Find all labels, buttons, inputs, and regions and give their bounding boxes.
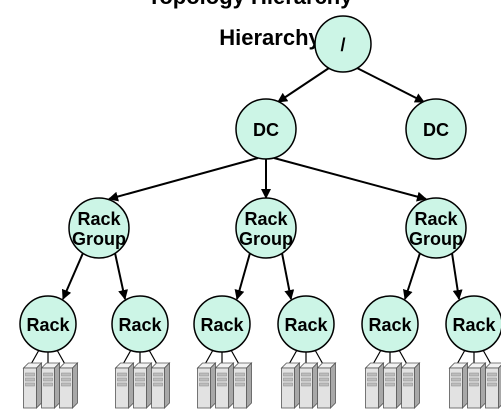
- server-icon-3-2: [214, 362, 235, 409]
- rack-node-label-4: Rack: [284, 315, 328, 335]
- server-icon-2-2: [132, 362, 153, 409]
- rack-node-label-5: Rack: [368, 315, 412, 335]
- rack-node-label-3: Rack: [200, 315, 244, 335]
- server-icon-2-3: [150, 362, 171, 409]
- edge-root-dc-2: [356, 67, 425, 103]
- edge-rackgroup-rack-3: [234, 252, 251, 300]
- server-icon-4-3: [316, 362, 337, 409]
- dc-node-1: [235, 98, 297, 160]
- server-icon-1-3: [58, 362, 79, 409]
- rack-node-3: [193, 295, 251, 353]
- dc-node-2: [405, 98, 467, 160]
- rack-node-2: [111, 295, 169, 353]
- rack-node-6: [445, 295, 501, 353]
- server-icon-1-2: [40, 362, 61, 409]
- edge-rackgroup-rack-6: [451, 252, 463, 300]
- rack-node-4: [277, 295, 335, 353]
- rack-node-label-1: Rack: [26, 315, 70, 335]
- rack-group-node-3: [405, 197, 467, 259]
- rack-group-label-line1-2: Rack: [244, 209, 288, 229]
- rack-node-1: [19, 295, 77, 353]
- edge-rackgroup-rack-4: [281, 252, 295, 300]
- rack-group-node-2: [235, 197, 297, 259]
- server-icon-1-1: [22, 362, 43, 409]
- edge-root-dc-1: [277, 67, 330, 103]
- server-icon-5-1: [364, 362, 385, 409]
- server-icon-5-3: [400, 362, 421, 409]
- server-icon-3-1: [196, 362, 217, 409]
- rack-node-label-6: Rack: [452, 315, 496, 335]
- rack-group-node-1: [68, 197, 130, 259]
- server-icon-6-1: [448, 362, 469, 409]
- edge-rackgroup-rack-2: [114, 252, 128, 300]
- edges-layer: [62, 67, 463, 300]
- dc-node-label-1: DC: [253, 120, 279, 140]
- server-icon-5-2: [382, 362, 403, 409]
- rack-group-label-line1-1: Rack: [77, 209, 121, 229]
- rack-node-5: [361, 295, 419, 353]
- rack-group-label-line2-2: Group: [239, 229, 293, 249]
- server-icon-2-1: [114, 362, 135, 409]
- server-icon-4-2: [298, 362, 319, 409]
- servers-layer: [22, 362, 501, 409]
- rack-group-label-line1-3: Rack: [414, 209, 458, 229]
- diagram-title-line1: Topology Hierarchy: [148, 0, 354, 9]
- root-node: [314, 15, 372, 73]
- server-icon-3-3: [232, 362, 253, 409]
- dc-node-label-2: DC: [423, 120, 449, 140]
- edge-rackgroup-rack-5: [403, 252, 421, 300]
- server-icon-6-3: [484, 362, 501, 409]
- rack-group-label-line2-1: Group: [72, 229, 126, 249]
- root-node-label: /: [340, 35, 345, 55]
- server-icon-6-2: [466, 362, 487, 409]
- server-icon-4-1: [280, 362, 301, 409]
- edge-rackgroup-rack-1: [62, 252, 84, 300]
- edge-dc-rackgroup-3: [273, 157, 427, 202]
- rack-node-label-2: Rack: [118, 315, 162, 335]
- edge-dc-rackgroup-1: [108, 157, 259, 202]
- leaf-lines-layer: [29, 349, 493, 367]
- rack-group-label-line2-3: Group: [409, 229, 463, 249]
- diagram-title-line2: Hierarchy: [219, 25, 321, 50]
